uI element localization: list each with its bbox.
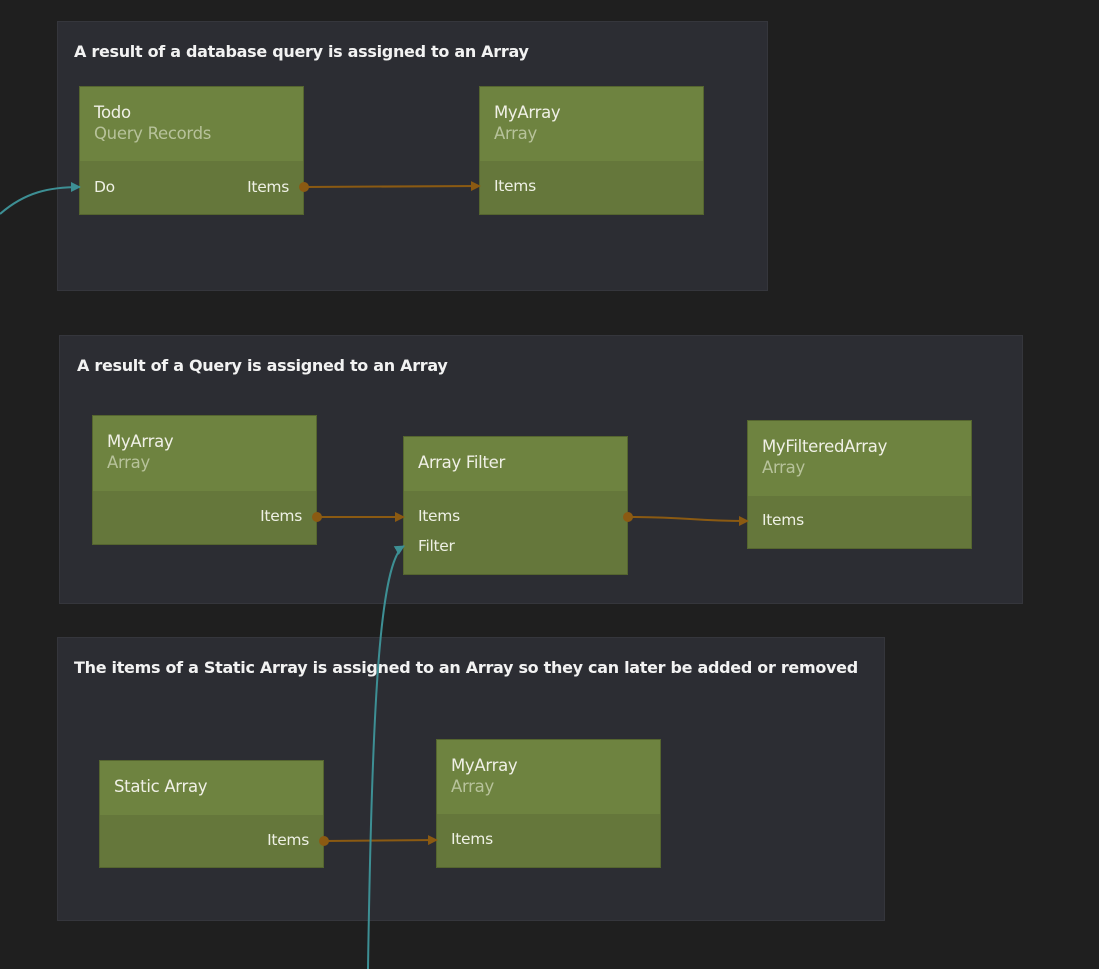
node-myarray[interactable]: MyArray Array Items <box>92 415 317 545</box>
node-myfilteredarray[interactable]: MyFilteredArray Array Items <box>747 420 972 549</box>
comment-title: A result of a Query is assigned to an Ar… <box>77 356 448 375</box>
port-filter[interactable]: Filter <box>418 537 455 555</box>
comment-title: A result of a database query is assigned… <box>74 42 529 61</box>
node-type: Array <box>494 124 537 143</box>
port-items[interactable]: Items <box>260 507 302 525</box>
port-items[interactable]: Items <box>451 830 493 848</box>
port-items[interactable]: Items <box>494 177 536 195</box>
port-items[interactable]: Items <box>267 831 309 849</box>
node-name: Static Array <box>114 777 208 796</box>
node-myarray[interactable]: MyArray Array Items <box>479 86 704 215</box>
node-todo-query-records[interactable]: Todo Query Records Do Items <box>79 86 304 215</box>
node-array-filter[interactable]: Array Filter Items Filter <box>403 436 628 575</box>
node-name: MyArray <box>107 432 174 451</box>
node-name: MyArray <box>451 756 518 775</box>
node-myarray[interactable]: MyArray Array Items <box>436 739 661 868</box>
node-type: Array <box>451 777 494 796</box>
node-static-array[interactable]: Static Array Items <box>99 760 324 868</box>
port-items[interactable]: Items <box>418 507 460 525</box>
comment-title: The items of a Static Array is assigned … <box>74 658 858 677</box>
node-name: MyFilteredArray <box>762 437 888 456</box>
node-type: Query Records <box>94 124 212 143</box>
port-do[interactable]: Do <box>94 178 115 196</box>
port-items[interactable]: Items <box>762 511 804 529</box>
node-name: Array Filter <box>418 453 505 472</box>
node-type: Array <box>107 453 150 472</box>
port-items[interactable]: Items <box>247 178 289 196</box>
node-name: MyArray <box>494 103 561 122</box>
node-type: Array <box>762 458 805 477</box>
node-name: Todo <box>94 103 131 122</box>
